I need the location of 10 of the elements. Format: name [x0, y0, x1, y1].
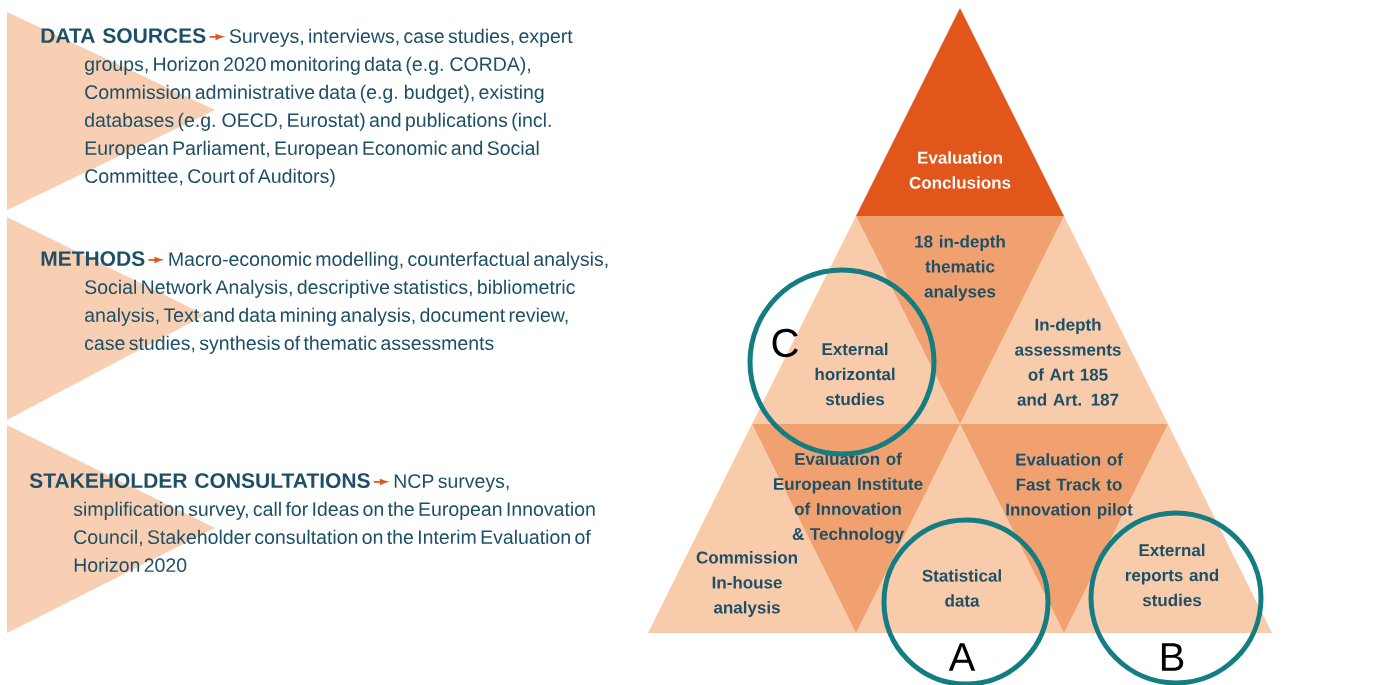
chevron-box: DATA SOURCES Surveys, interviews, case studies, expert groups, Horizon 2020 monitoring data (e.g. CORDA), Commission administrative data (e.g. budget), existing databases (e.g. OECD, Eurostat) and publications (incl. European Parliament, European Economic and Social Committee, Court of Auditors) — [7, 12, 573, 210]
node-label: Surveys, interviews, case studies, expert — [229, 28, 573, 47]
callout-letter: A — [948, 643, 976, 671]
chevron-box: STAKEHOLDER CONSULTATIONS NCP surveys, simplification survey, call for Ideas on the European Innovation Council, Stakeholder consultation on the Interim Evaluation of Horizon 2020 — [7, 425, 595, 633]
callout-letter: B — [1161, 643, 1184, 671]
callout-letter: C — [772, 328, 798, 358]
chevron-box: METHODS Macro-economic modelling, counterfactual analysis, Social Network Analysis, descriptive statistics, bibliometric analysis, Text and data mining analysis, document review, case studies, synthesis of thematic assessments — [7, 217, 608, 420]
node-label: Macro-economic modelling, counterfactual analysis, — [169, 251, 608, 270]
node-label: NCP surveys, — [394, 474, 509, 492]
triangle-box: Evaluation Conclusions — [856, 8, 1064, 216]
